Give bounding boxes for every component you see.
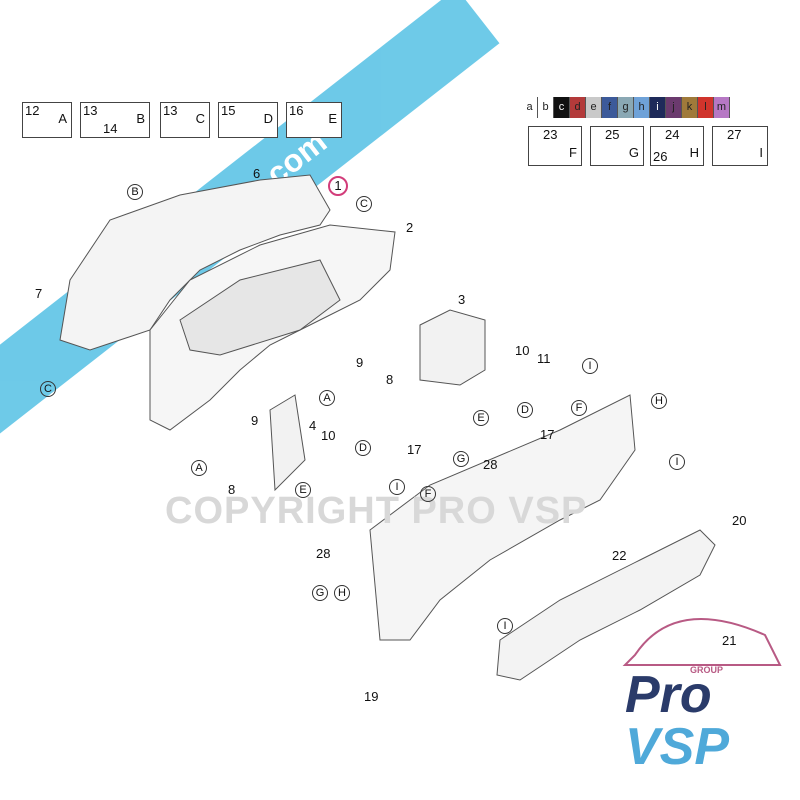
fastener-label-h: H	[334, 585, 350, 601]
callout-22: 22	[612, 548, 627, 563]
wheel-arch-liner	[419, 309, 486, 386]
legend-letter: B	[136, 111, 145, 126]
color-code-b: b	[538, 97, 554, 118]
callout-4: 4	[309, 418, 317, 433]
front-grille	[179, 259, 341, 356]
rear-diffuser	[496, 529, 716, 681]
fastener-label-a: A	[319, 390, 335, 406]
fastener-label-h: H	[651, 393, 667, 409]
legend-number: 25	[605, 127, 620, 142]
legend-number: 27	[727, 127, 742, 142]
legend-number: 14	[103, 121, 118, 136]
color-code-f: f	[602, 97, 618, 118]
callout-8: 8	[228, 482, 236, 497]
fastener-label-e: E	[295, 482, 311, 498]
color-code-g: g	[618, 97, 634, 118]
rear-bumper	[369, 394, 636, 641]
fastener-label-i: I	[497, 618, 513, 634]
callout-2: 2	[406, 220, 414, 235]
logo-vsp: VSP	[625, 718, 730, 776]
logo-group: GROUP	[690, 665, 724, 675]
fastener-label-a: A	[191, 460, 207, 476]
legend-letter: G	[628, 145, 639, 160]
car-outline-icon	[622, 618, 782, 666]
legend-number: 12	[25, 103, 40, 118]
callout-3: 3	[458, 292, 466, 307]
callout-17: 17	[407, 442, 422, 457]
color-code-h: h	[634, 97, 650, 118]
callout-6: 6	[253, 166, 261, 181]
legend-letter: E	[328, 111, 337, 126]
legend-number: 16	[289, 103, 304, 118]
fastener-label-d: D	[517, 402, 533, 418]
color-code-i: i	[650, 97, 666, 118]
fastener-label-c: C	[40, 381, 56, 397]
legend-letter: H	[689, 145, 699, 160]
legend-letter: I	[759, 145, 763, 160]
callout-9: 9	[356, 355, 364, 370]
color-code-a: a	[522, 97, 538, 118]
fastener-label-f: F	[420, 486, 436, 502]
legend-number: 24	[665, 127, 680, 142]
legend-box-h: 24 26 H	[650, 126, 704, 166]
color-code-k: k	[682, 97, 698, 118]
fastener-label-g: G	[453, 451, 469, 467]
fastener-label-d: D	[355, 440, 371, 456]
logo-pro: Pro	[625, 666, 712, 724]
legend-number: 26	[653, 149, 668, 164]
legend-number: 13	[163, 103, 178, 118]
legend-letter: A	[58, 111, 67, 126]
front-bumper-upper	[59, 174, 331, 351]
color-code-c: c	[554, 97, 570, 118]
callout-11: 11	[537, 351, 551, 366]
callout-8: 8	[386, 372, 394, 387]
legend-number: 23	[543, 127, 558, 142]
side-bracket	[269, 394, 306, 492]
color-code-e: e	[586, 97, 602, 118]
legend-letter: D	[263, 111, 273, 126]
color-code-l: l	[698, 97, 714, 118]
fastener-label-g: G	[312, 585, 328, 601]
callout-1: 1	[328, 176, 348, 196]
color-code-j: j	[666, 97, 682, 118]
copyright-watermark: COPYRIGHT PRO VSP	[165, 490, 588, 532]
fastener-label-i: I	[582, 358, 598, 374]
fastener-label-f: F	[571, 400, 587, 416]
fastener-label-e: E	[473, 410, 489, 426]
callout-17: 17	[540, 427, 555, 442]
legend-number: 15	[221, 103, 236, 118]
legend-letter: F	[569, 145, 577, 160]
callout-28: 28	[316, 546, 331, 561]
provsp-logo: GROUP Pro VSP	[615, 595, 785, 785]
legend-box-b: 13 14 B	[80, 102, 150, 138]
fastener-label-c: C	[356, 196, 372, 212]
callout-10: 10	[515, 343, 530, 358]
callout-20: 20	[732, 513, 747, 528]
callout-19: 19	[364, 689, 379, 704]
fastener-label-b: B	[127, 184, 143, 200]
legend-number: 13	[83, 103, 98, 118]
callout-28: 28	[483, 457, 498, 472]
fastener-label-i: I	[389, 479, 405, 495]
legend-letter: C	[195, 111, 205, 126]
callout-7: 7	[35, 286, 43, 301]
callout-9: 9	[251, 413, 259, 428]
color-code-m: m	[714, 97, 730, 118]
fastener-label-i: I	[669, 454, 685, 470]
callout-21: 21	[722, 633, 737, 648]
color-code-d: d	[570, 97, 586, 118]
callout-10: 10	[321, 428, 336, 443]
